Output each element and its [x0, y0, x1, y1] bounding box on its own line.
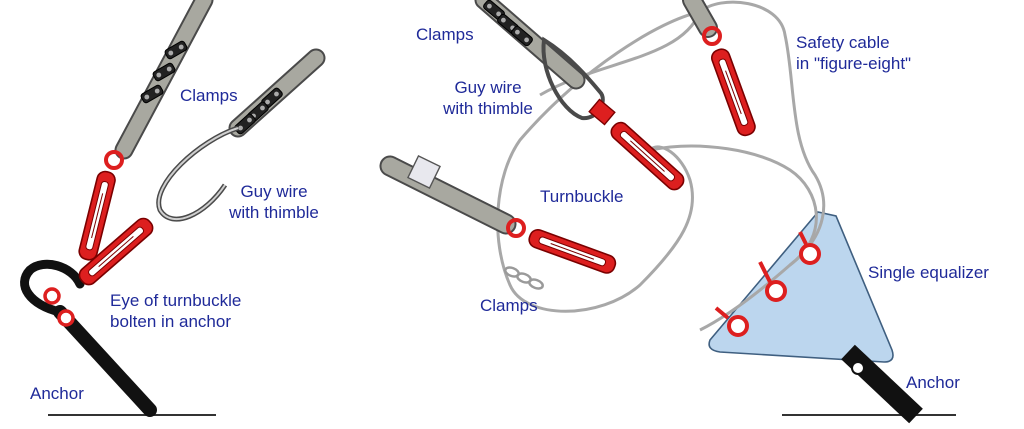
- right-label-guy-wire: Guy wire with thimble: [432, 77, 544, 119]
- right-guy-wire-lower: [381, 157, 515, 233]
- left-anchor-rod: [53, 305, 157, 417]
- right-wire-clip: [407, 155, 441, 189]
- right-diagram: [379, 0, 956, 424]
- left-turnbuckle-eyes: [57, 309, 75, 327]
- right-label-guy-wire-line2: with thimble: [443, 99, 533, 118]
- single-equalizer: [708, 211, 894, 363]
- right-turnbuckle-upper: [708, 46, 759, 139]
- right-label-equalizer: Single equalizer: [868, 263, 989, 282]
- left-label-eye-line2: bolten in anchor: [110, 312, 231, 331]
- left-label-eye-line1: Eye of turnbuckle: [110, 291, 242, 310]
- left-upper-eye: [104, 150, 124, 170]
- right-turnbuckle-lower: [526, 226, 619, 277]
- right-guy-wire-upper: [684, 0, 716, 36]
- right-label-clamps-bottom: Clamps: [480, 296, 538, 315]
- right-label-safety-cable: Safety cable in "figure-eight": [796, 32, 911, 74]
- left-label-eye: Eye of turnbuckle bolten in anchor: [110, 290, 241, 332]
- right-clamps-top: [481, 0, 535, 48]
- left-label-guy-wire-line1: Guy wire: [240, 182, 308, 201]
- right-label-clamps-top: Clamps: [416, 25, 474, 44]
- left-diagram: [20, 0, 326, 417]
- right-label-safety-line2: in "figure-eight": [796, 54, 912, 73]
- right-label-guy-wire-line1: Guy wire: [454, 78, 522, 97]
- left-label-guy-wire-line2: with thimble: [229, 203, 319, 222]
- right-label-anchor: Anchor: [906, 373, 960, 392]
- right-label-turnbuckle: Turnbuckle: [540, 187, 624, 206]
- left-anchor-eye: [20, 259, 85, 317]
- left-clamps-lower: [232, 86, 285, 136]
- left-label-clamps: Clamps: [180, 86, 238, 105]
- left-label-anchor: Anchor: [30, 384, 84, 403]
- right-clamps-bottom: [504, 266, 544, 290]
- right-label-safety-line1: Safety cable: [796, 33, 890, 52]
- left-label-guy-wire: Guy wire with thimble: [218, 181, 330, 223]
